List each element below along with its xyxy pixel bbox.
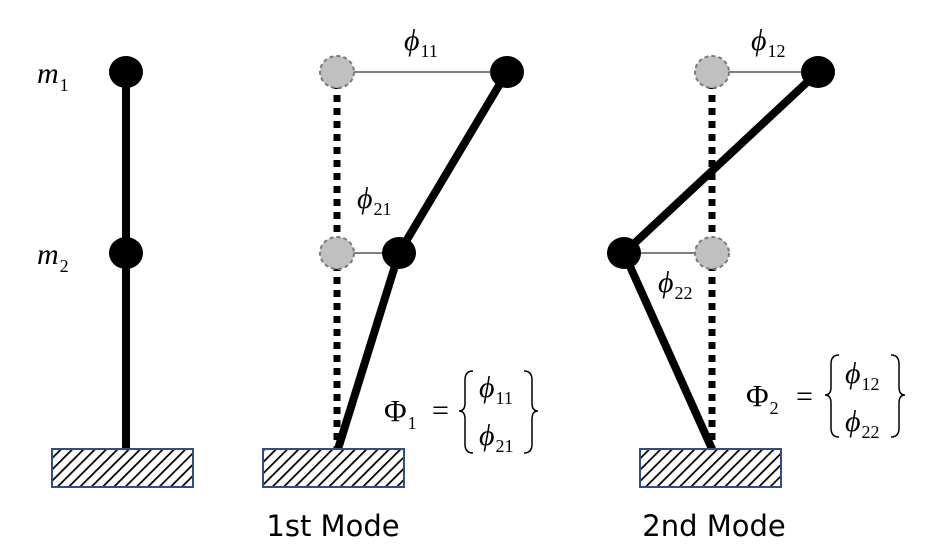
mode-1-equals: =	[432, 394, 449, 427]
ground-support	[51, 448, 194, 488]
mode-2-caption: 2nd Mode	[642, 509, 785, 543]
mode-1-shape	[262, 55, 524, 488]
mode-2-vector-symbol: Φ2	[746, 378, 779, 418]
label-phi11: ϕ11	[404, 24, 438, 61]
mode-2-equals: =	[796, 380, 813, 413]
mode-1-caption: 1st Mode	[266, 509, 399, 543]
mode-1-vector: Φ1 = ϕ11 ϕ21	[384, 370, 539, 456]
label-phi12: ϕ12	[751, 24, 786, 61]
deformed-segment-upper	[621, 69, 821, 256]
ghost-node-top	[319, 55, 355, 89]
mode-2-shape	[607, 55, 835, 488]
deformed-segment-lower	[334, 251, 403, 451]
mode-2-entry-1: ϕ12	[845, 357, 880, 394]
mass-node-m1	[109, 56, 143, 88]
label-phi22: ϕ22	[658, 266, 693, 303]
deformed-node-top	[801, 56, 835, 88]
label-phi21: ϕ21	[357, 182, 392, 219]
mode-2-vector: Φ2 = ϕ12 ϕ22	[746, 354, 906, 442]
deformed-node-mid	[607, 237, 641, 269]
deformed-node-mid	[382, 237, 416, 269]
left-brace	[824, 354, 840, 438]
deformed-node-top	[490, 56, 524, 88]
deformed-segment-upper	[395, 69, 511, 256]
ground-support	[639, 448, 782, 488]
mass-node-m2	[109, 237, 143, 269]
label-m2: m2	[37, 238, 69, 276]
ghost-node-top	[694, 55, 730, 89]
right-brace	[890, 354, 906, 438]
right-brace	[523, 370, 539, 454]
label-m1: m1	[37, 57, 69, 95]
deformed-segment-lower	[620, 251, 716, 451]
left-brace	[458, 370, 474, 454]
mode-1-entry-1: ϕ11	[479, 371, 513, 408]
ghost-node-mid	[694, 236, 730, 270]
ghost-node-mid	[319, 236, 355, 270]
mode-1-vector-symbol: Φ1	[384, 393, 417, 433]
ground-support	[262, 448, 405, 488]
mode-2-entry-2: ϕ22	[845, 405, 880, 442]
mode-1-entry-2: ϕ21	[479, 419, 514, 456]
undeformed-structure	[51, 56, 194, 488]
